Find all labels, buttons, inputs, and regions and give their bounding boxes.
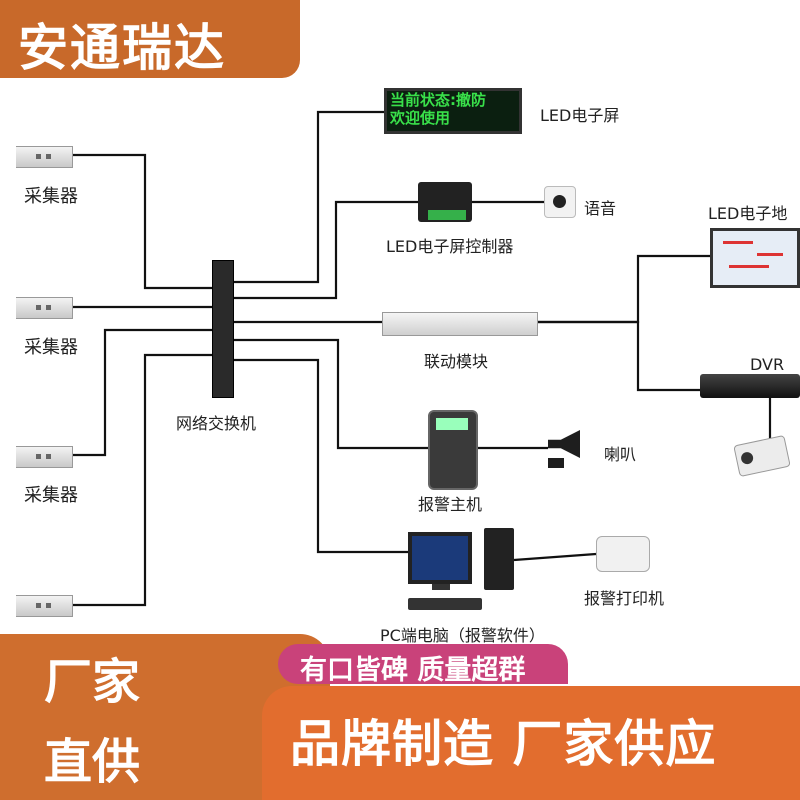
horn-stand bbox=[548, 458, 564, 468]
collector-device-2 bbox=[16, 297, 73, 319]
speaker-icon bbox=[544, 186, 576, 218]
led-screen-line-1: 当前状态:撤防 bbox=[390, 91, 486, 109]
brand-name: 安通瑞达 bbox=[18, 19, 226, 77]
voice-label: 语音 bbox=[584, 199, 617, 218]
promo-factory-text: 厂家 bbox=[44, 654, 141, 710]
line-led-controller bbox=[232, 200, 418, 300]
led-screen-label: LED电子屏 bbox=[540, 106, 620, 125]
dvr-device bbox=[700, 374, 800, 398]
line-printer bbox=[513, 552, 597, 562]
promo-direct-text: 直供 bbox=[44, 734, 141, 790]
network-switch-label: 网络交换机 bbox=[176, 414, 257, 433]
led-controller-terminal bbox=[428, 210, 466, 220]
promo-tag-text: 有口皆碑 质量超群 bbox=[300, 655, 526, 686]
link-module-device bbox=[382, 312, 538, 336]
led-controller-label: LED电子屏控制器 bbox=[386, 237, 514, 256]
printer-icon bbox=[596, 536, 650, 572]
network-switch-device bbox=[212, 260, 234, 398]
link-module-label: 联动模块 bbox=[424, 352, 489, 371]
horn-label: 喇叭 bbox=[604, 445, 637, 464]
alarm-host-screen bbox=[436, 418, 468, 430]
line-collector-1 bbox=[72, 153, 212, 290]
brand-banner bbox=[0, 0, 300, 78]
led-screen-line-2: 欢迎使用 bbox=[390, 109, 451, 127]
led-screen-device: 当前状态:撤防 欢迎使用 bbox=[384, 88, 522, 134]
led-map-screen bbox=[710, 228, 800, 288]
pc-tower-icon bbox=[484, 528, 514, 590]
promo-main-panel bbox=[262, 686, 800, 800]
collector-label-3: 采集器 bbox=[24, 485, 78, 506]
monitor-stand bbox=[432, 584, 450, 590]
line-dvr bbox=[536, 320, 700, 392]
line-pc bbox=[232, 358, 408, 554]
led-map-label: LED电子地 bbox=[708, 204, 788, 223]
alarm-host-label: 报警主机 bbox=[418, 495, 483, 514]
line-collector-4 bbox=[72, 353, 212, 607]
pc-label: PC端电脑（报警软件） bbox=[380, 626, 545, 645]
line-led-screen bbox=[232, 110, 384, 284]
line-led-map bbox=[536, 254, 710, 324]
collector-label-2: 采集器 bbox=[24, 337, 78, 358]
promo-tag-badge bbox=[278, 644, 568, 684]
collector-label-1: 采集器 bbox=[24, 186, 78, 207]
monitor-icon bbox=[408, 532, 472, 584]
promo-main-text: 品牌制造 厂家供应 bbox=[290, 715, 717, 773]
collector-device-1 bbox=[16, 146, 73, 168]
printer-label: 报警打印机 bbox=[584, 589, 665, 608]
keyboard-icon bbox=[408, 598, 482, 610]
line-alarm-host bbox=[232, 338, 428, 450]
collector-device-4 bbox=[16, 595, 73, 617]
dvr-label: DVR bbox=[750, 355, 785, 374]
line-collector-3 bbox=[72, 328, 212, 457]
collector-device-3 bbox=[16, 446, 73, 468]
